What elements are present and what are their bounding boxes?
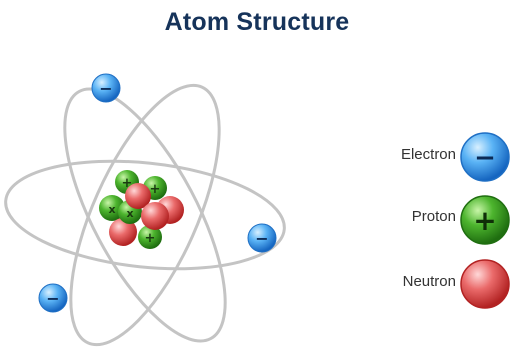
neutron-marker: x	[126, 207, 133, 220]
proton-symbol: +	[150, 182, 161, 197]
legend-electron-label: Electron	[400, 146, 456, 163]
svg-text:−: −	[474, 143, 496, 173]
legend-proton-icon: +	[460, 195, 510, 245]
legend-proton-label: Proton	[411, 208, 456, 225]
legend-electron-icon: −	[460, 132, 510, 182]
orbit-left-tilt	[63, 87, 227, 343]
orbit-horizontal	[4, 159, 286, 271]
electron-top: −	[91, 73, 121, 103]
svg-text:−: −	[46, 289, 59, 308]
orbit-right-tilt	[69, 83, 221, 347]
proton-symbol: +	[122, 176, 133, 191]
page-title: Atom Structure	[164, 8, 350, 36]
neutron-particle	[141, 202, 169, 230]
electron-bottom-left: −	[38, 283, 68, 313]
electron-right: −	[247, 223, 277, 253]
nucleus: + + + x x	[99, 170, 184, 249]
svg-text:+: +	[473, 204, 496, 237]
neutron-particle	[109, 218, 137, 246]
legend: − +	[460, 132, 510, 309]
proton-particle	[138, 225, 162, 249]
orbits	[4, 83, 286, 347]
neutron-particle	[125, 183, 151, 209]
legend-neutron-label: Neutron	[402, 273, 456, 290]
electrons: − − −	[38, 73, 277, 313]
legend-neutron-icon	[460, 259, 510, 309]
neutron-marker: x	[108, 203, 115, 216]
proton-symbol: +	[145, 231, 156, 246]
svg-text:−: −	[99, 79, 112, 98]
svg-text:−: −	[255, 229, 268, 248]
